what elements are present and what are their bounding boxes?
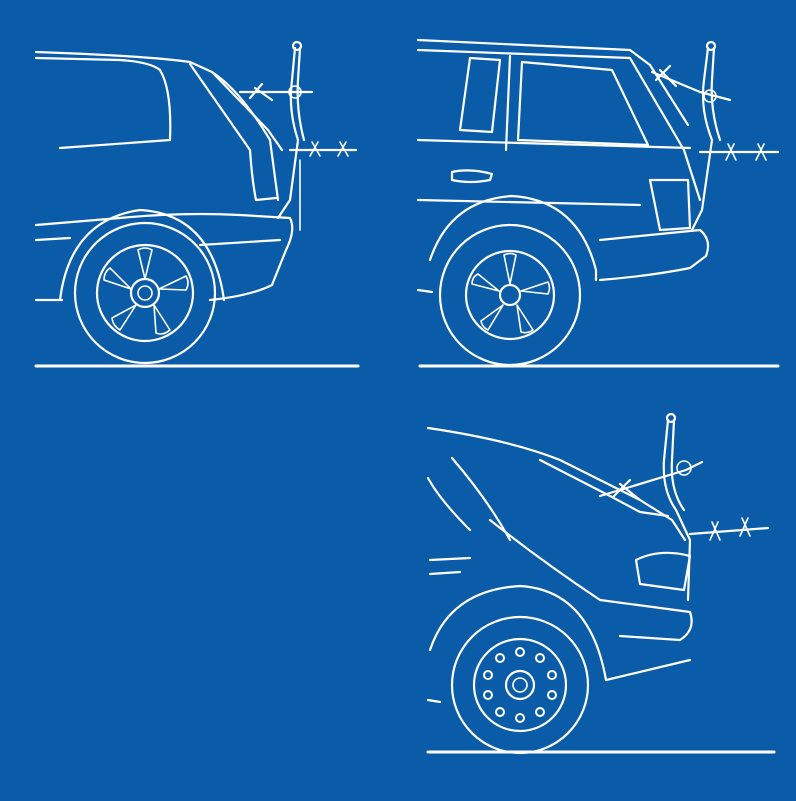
wheel-top-left bbox=[73, 221, 217, 365]
rear-pillar bbox=[628, 56, 702, 202]
door-pillar bbox=[504, 54, 512, 152]
wheel-arch bbox=[428, 194, 598, 282]
door-line bbox=[34, 236, 72, 242]
panel-top-right-car bbox=[416, 38, 780, 368]
sill-line bbox=[416, 288, 434, 294]
wheel-top-right bbox=[438, 223, 582, 367]
door-handle bbox=[450, 169, 494, 184]
side-window bbox=[34, 56, 172, 150]
roof-line bbox=[416, 38, 690, 127]
body-crease bbox=[416, 198, 642, 207]
panel-top-left-car bbox=[34, 40, 360, 368]
wheel-bottom-right bbox=[450, 615, 590, 755]
side-trim bbox=[428, 556, 472, 576]
wheel-arch bbox=[58, 208, 226, 302]
belt-line bbox=[416, 138, 692, 150]
tail-light bbox=[634, 551, 692, 592]
panel-bottom-right-car bbox=[426, 412, 776, 755]
bumper-line bbox=[198, 238, 282, 247]
sill-line bbox=[426, 698, 442, 704]
bike-rack-bottom-right bbox=[598, 412, 770, 602]
rear-bumper bbox=[598, 598, 693, 642]
roof-line bbox=[34, 50, 284, 152]
tail-light bbox=[648, 178, 692, 232]
roof-rail bbox=[416, 48, 632, 60]
rear-bumper bbox=[598, 228, 710, 282]
rear-glass bbox=[538, 458, 670, 518]
rear-hatch bbox=[210, 70, 280, 202]
bike-rack-top-right bbox=[650, 40, 780, 232]
tail-light bbox=[248, 148, 278, 202]
rear-pillar bbox=[188, 62, 252, 152]
body-crease bbox=[488, 518, 602, 602]
side-window-rear bbox=[458, 56, 502, 134]
side-window-main bbox=[516, 60, 650, 147]
wheel-arch bbox=[428, 584, 692, 682]
rear-window-edge bbox=[426, 476, 472, 532]
bike-rack-top-left bbox=[238, 40, 358, 231]
roof-line bbox=[426, 426, 687, 542]
